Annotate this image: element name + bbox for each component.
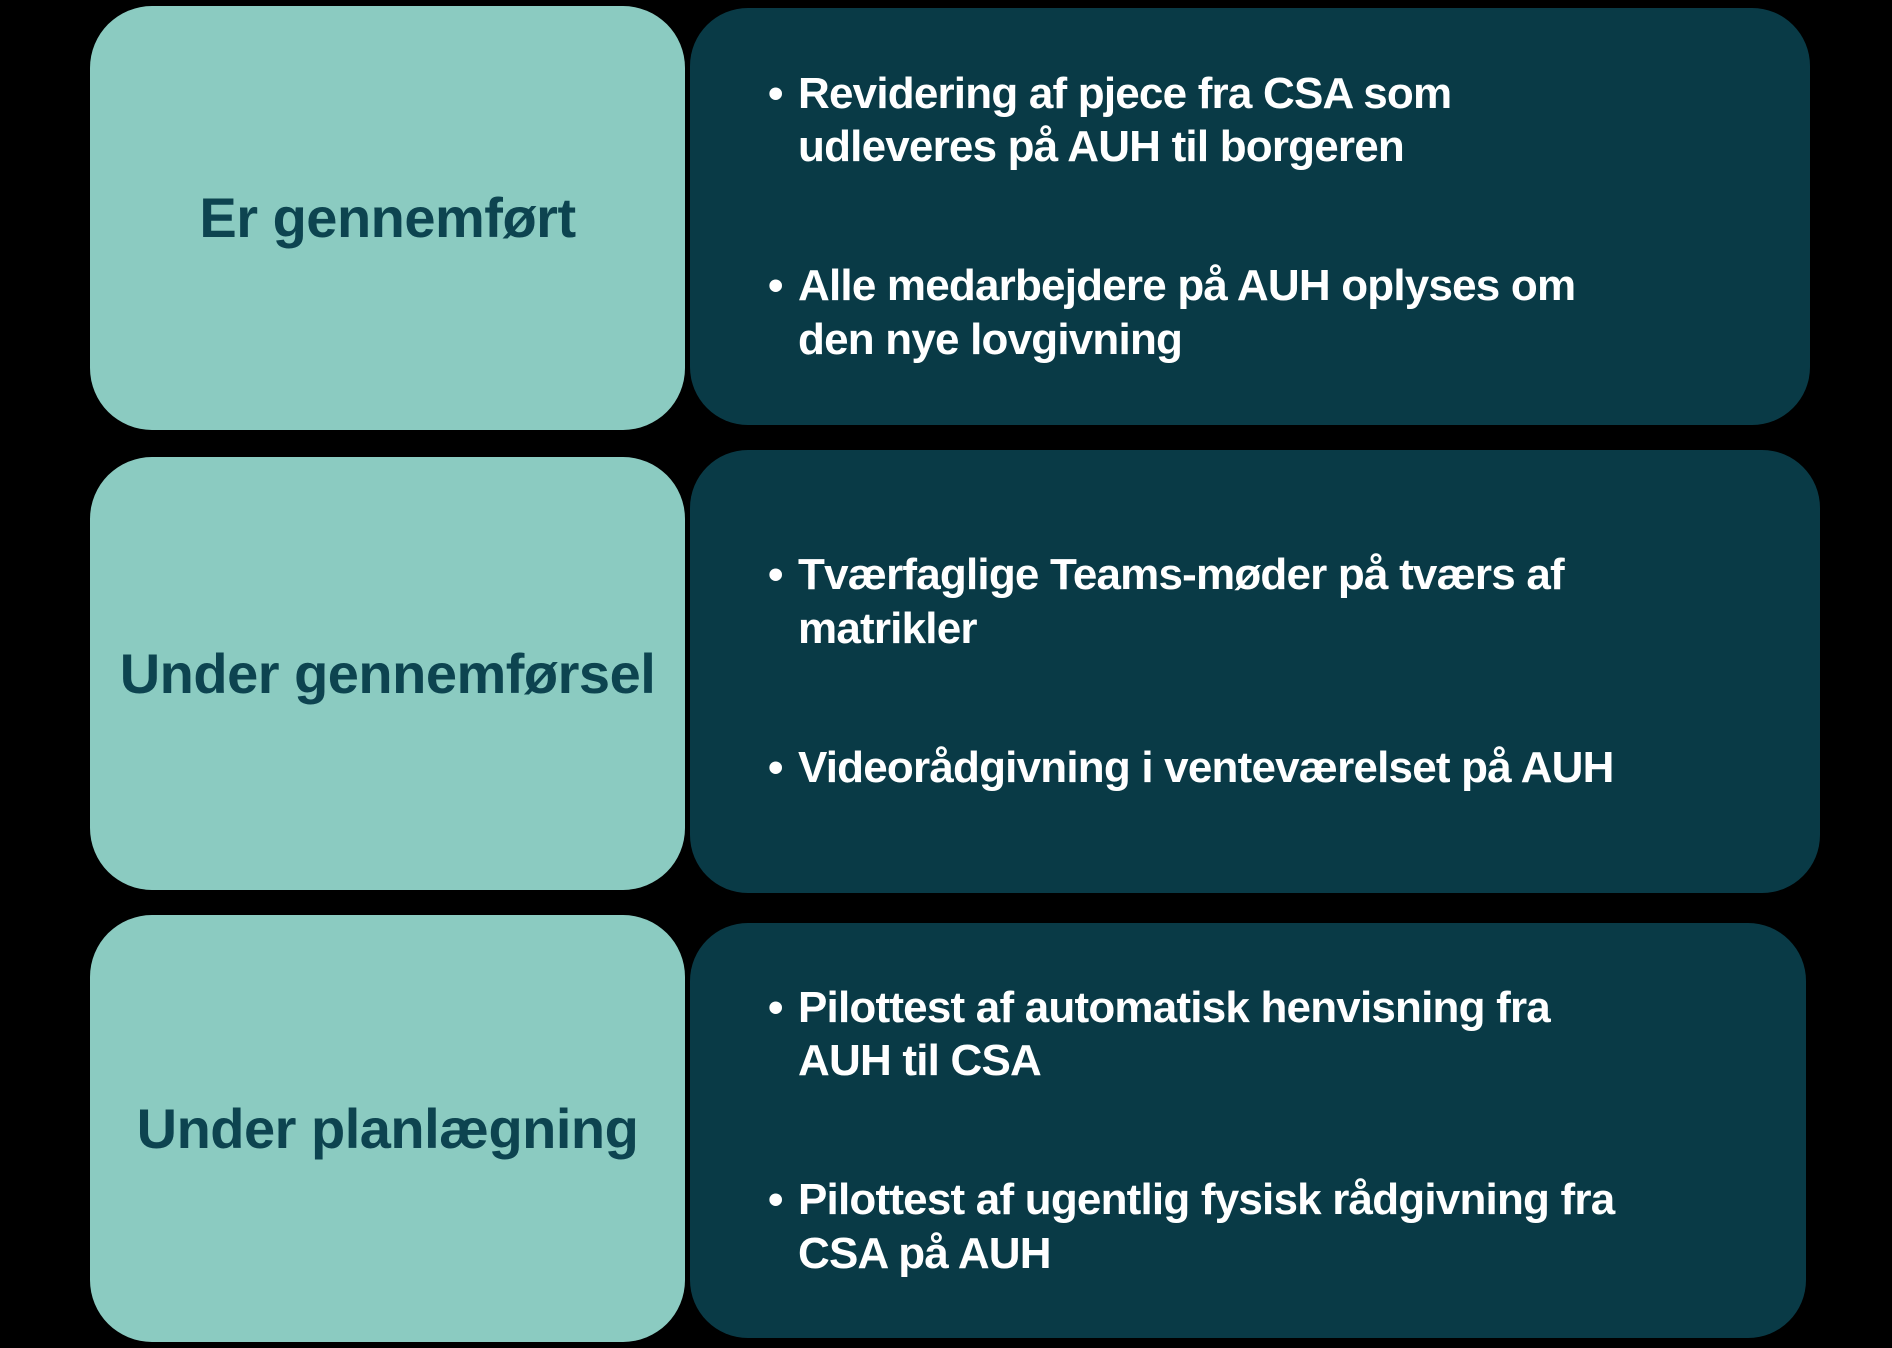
- status-label: Er gennemført: [199, 186, 576, 250]
- bullet-item: Tværfaglige Teams-møder på tværs af matr…: [768, 548, 1780, 655]
- status-box-in-progress: Under gennemførsel: [90, 457, 685, 890]
- bullet-item: Videorådgivning i venteværelset på AUH: [768, 741, 1780, 795]
- status-box-completed: Er gennemført: [90, 6, 685, 430]
- detail-box-completed: Revidering af pjece fra CSA som udlevere…: [690, 8, 1810, 425]
- detail-box-planned: Pilottest af automatisk henvisning fra A…: [690, 923, 1806, 1338]
- status-label: Under planlægning: [136, 1096, 639, 1160]
- status-box-planned: Under planlægning: [90, 915, 685, 1342]
- detail-box-in-progress: Tværfaglige Teams-møder på tværs af matr…: [690, 450, 1820, 893]
- bullet-item: Revidering af pjece fra CSA som udlevere…: [768, 67, 1770, 174]
- bullet-item: Pilottest af ugentlig fysisk rådgivning …: [768, 1173, 1766, 1280]
- bullet-item: Alle medarbejdere på AUH oplyses om den …: [768, 259, 1770, 366]
- bullet-item: Pilottest af automatisk henvisning fra A…: [768, 981, 1766, 1088]
- status-label: Under gennemførsel: [119, 641, 656, 705]
